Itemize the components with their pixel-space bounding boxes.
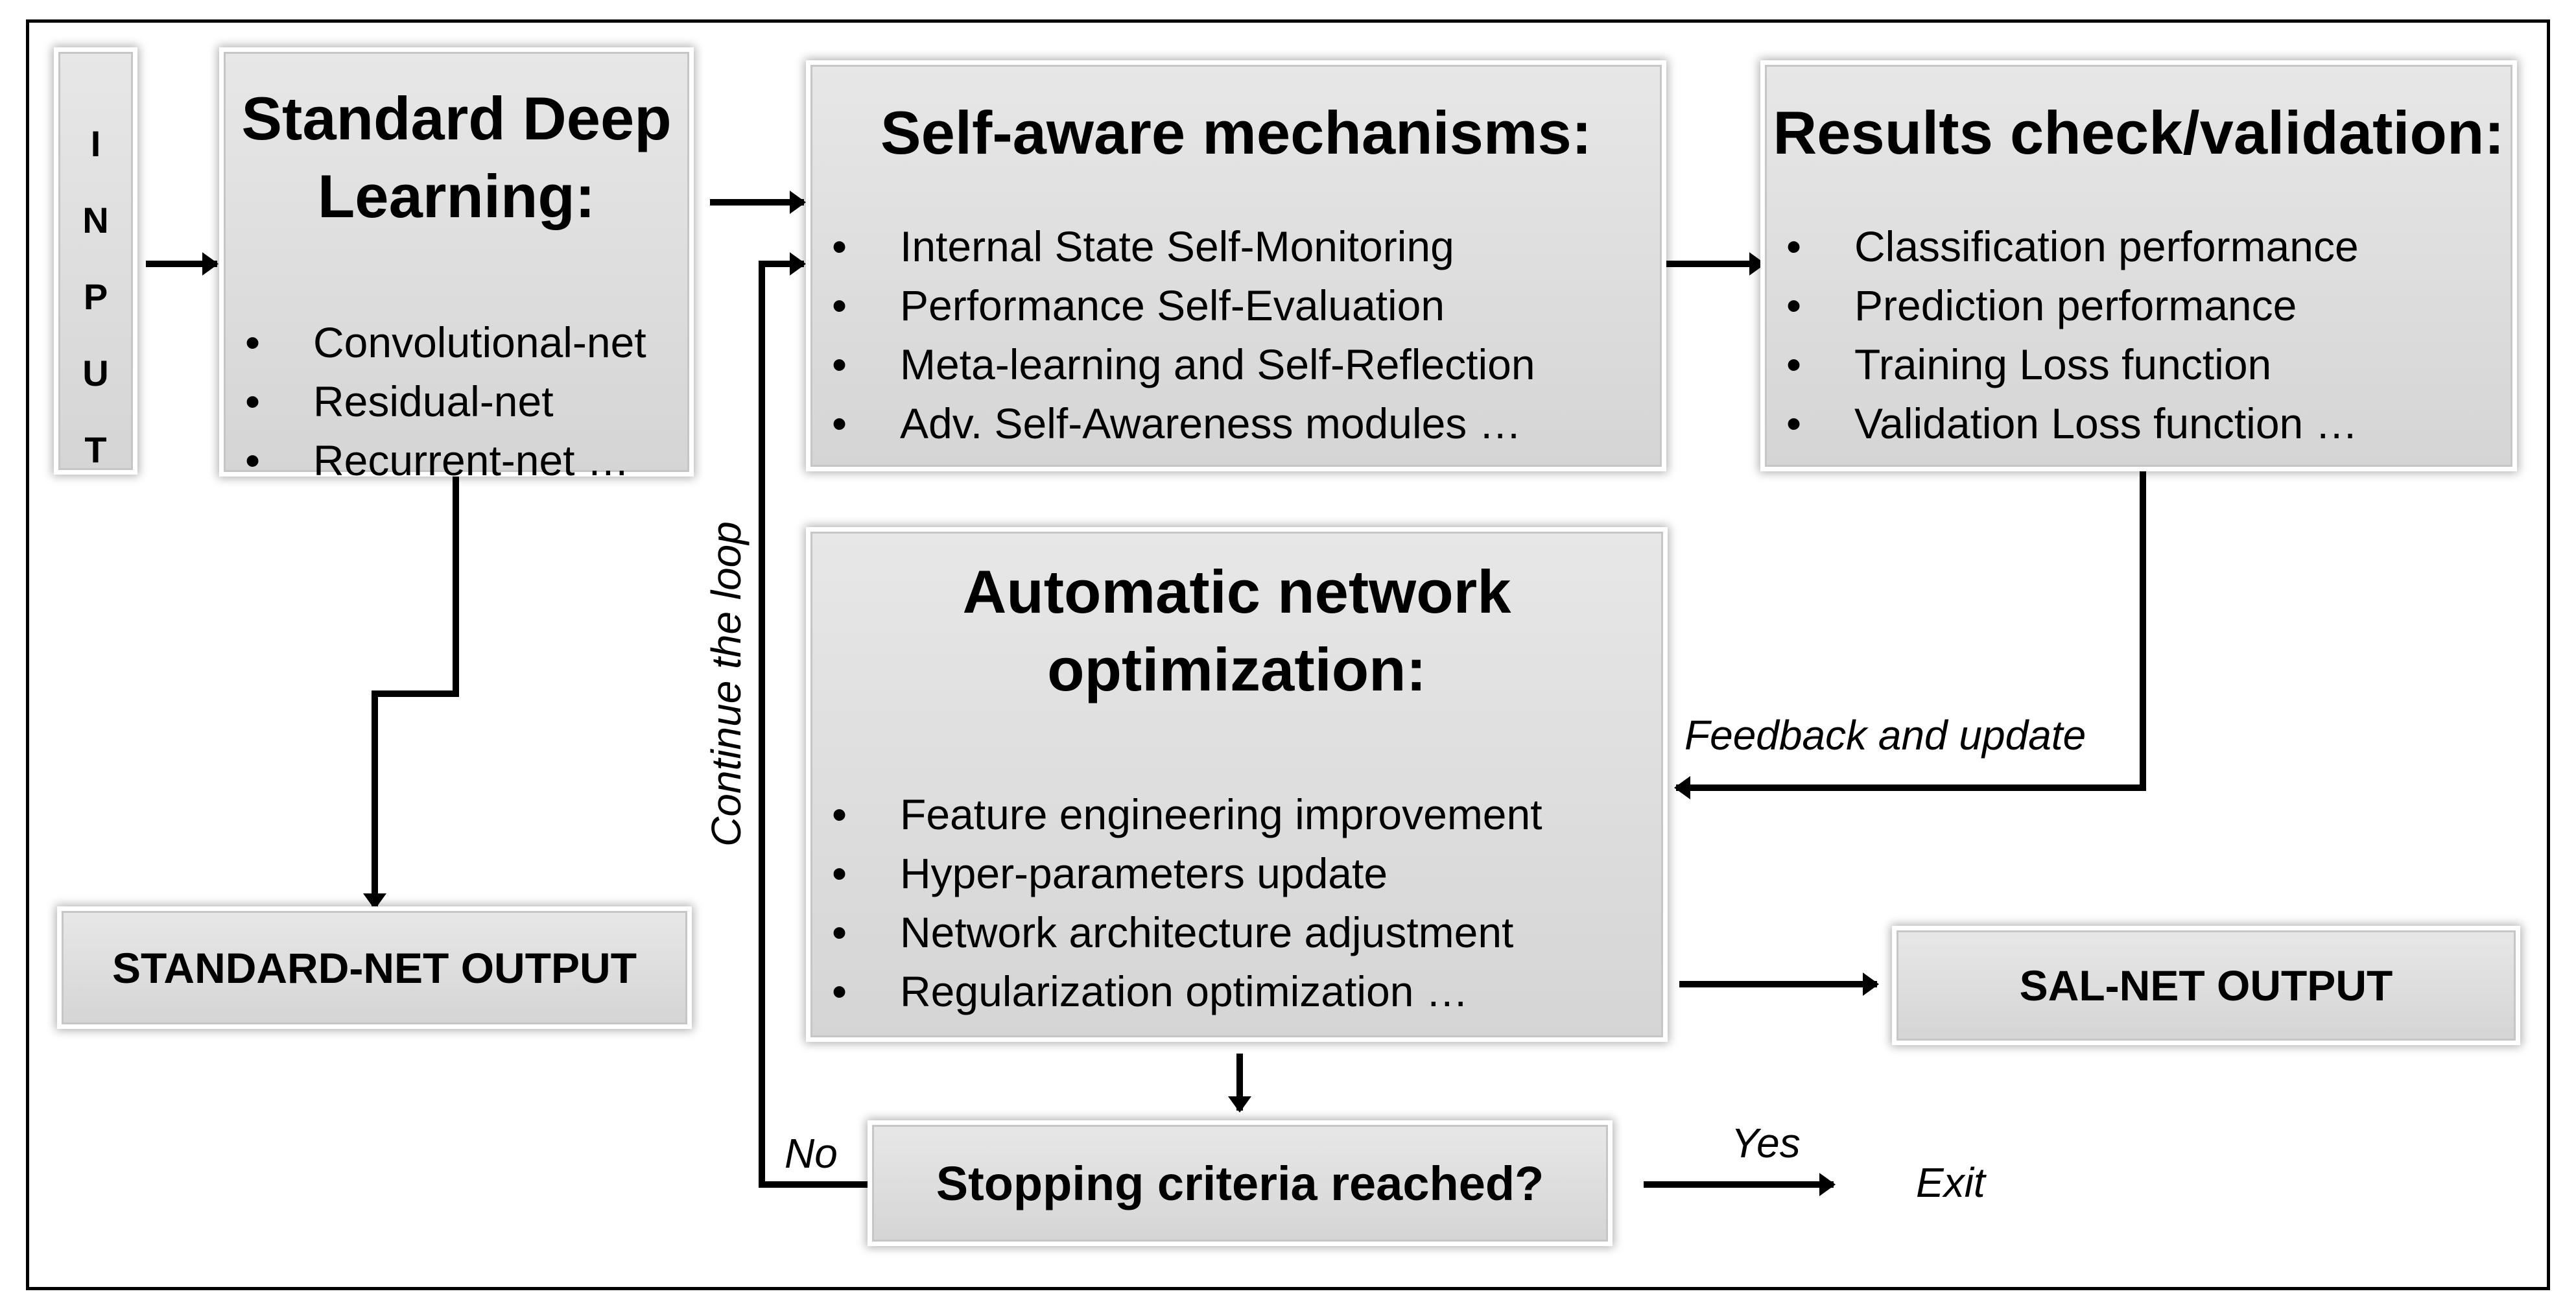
arrow-continue-the-loop <box>759 261 869 1188</box>
arrow-standard-dl-to-standard-output <box>372 477 459 908</box>
arrowhead <box>1228 1096 1251 1113</box>
arrowhead <box>790 252 806 276</box>
continue-the-loop-label: Continue the loop <box>703 521 750 847</box>
arrow-feedback-and-update <box>1676 470 2146 791</box>
title-line: optimization: <box>1047 635 1426 703</box>
self-aware-mechanisms-list: Internal State Self-Monitoring Performan… <box>832 217 1535 453</box>
self-aware-mechanisms-title: Self-aware mechanisms: <box>880 99 1592 167</box>
input-letter: U <box>82 353 109 394</box>
list-item: Classification performance <box>1786 217 2359 276</box>
standard-net-output-box: STANDARD-NET OUTPUT <box>62 911 687 1024</box>
list-item: Network architecture adjustment <box>832 903 1542 962</box>
diagram-frame <box>26 19 2550 1290</box>
results-check-title: Results check/validation: <box>1773 99 2505 167</box>
list-item: Convolutional-net <box>245 313 646 372</box>
list-item: Meta-learning and Self-Reflection <box>832 335 1535 394</box>
list-item: Validation Loss function … <box>1786 394 2359 453</box>
arrowhead <box>790 191 806 214</box>
list-item: Recurrent-net … <box>245 431 646 490</box>
arrowhead <box>1819 1173 1836 1196</box>
yes-label: Yes <box>1731 1120 1801 1166</box>
standard-deep-learning-title: Standard Deep Learning: <box>226 80 687 235</box>
arrowhead <box>1749 252 1766 276</box>
input-letter: I <box>90 123 101 164</box>
input-letter: T <box>84 429 107 470</box>
title-line: Automatic network <box>962 558 1511 626</box>
results-check-list: Classification performance Prediction pe… <box>1786 217 2359 453</box>
list-item: Feature engineering improvement <box>832 785 1542 844</box>
sal-net-output-label: SAL-NET OUTPUT <box>2019 961 2393 1009</box>
input-letters: I N P U T <box>60 106 131 488</box>
stopping-criteria-label: Stopping criteria reached? <box>936 1156 1544 1210</box>
arrowhead <box>1863 973 1879 996</box>
automatic-network-optimization-title: Automatic network optimization: <box>812 553 1661 709</box>
title-line: Standard Deep <box>241 84 672 152</box>
list-item: Internal State Self-Monitoring <box>832 217 1535 276</box>
list-item: Prediction performance <box>1786 276 2359 335</box>
input-box: I N P U T <box>58 52 133 470</box>
results-check-box: Results check/validation: Classification… <box>1765 65 2512 467</box>
list-item: Performance Self-Evaluation <box>832 276 1535 335</box>
input-letter: N <box>82 200 109 241</box>
sal-net-output-box: SAL-NET OUTPUT <box>1897 930 2516 1041</box>
standard-net-output-label: STANDARD-NET OUTPUT <box>112 943 637 992</box>
list-item: Regularization optimization … <box>832 962 1542 1021</box>
stopping-criteria-box: Stopping criteria reached? <box>872 1125 1608 1242</box>
input-letter: P <box>83 276 108 317</box>
list-item: Residual-net <box>245 372 646 431</box>
arrowhead <box>1674 776 1690 799</box>
self-aware-mechanisms-box: Self-aware mechanisms: Internal State Se… <box>810 65 1662 467</box>
arrowhead <box>363 893 386 910</box>
automatic-network-optimization-list: Feature engineering improvement Hyper-pa… <box>832 785 1542 1021</box>
standard-deep-learning-box: Standard Deep Learning: Convolutional-ne… <box>224 52 689 490</box>
exit-label: Exit <box>1916 1159 1985 1206</box>
list-item: Adv. Self-Awareness modules … <box>832 394 1535 453</box>
list-item: Training Loss function <box>1786 335 2359 394</box>
automatic-network-optimization-box: Automatic network optimization: Feature … <box>810 532 1663 1037</box>
list-item: Hyper-parameters update <box>832 844 1542 903</box>
feedback-and-update-label: Feedback and update <box>1684 712 2086 759</box>
standard-deep-learning-list: Convolutional-net Residual-net Recurrent… <box>245 313 646 490</box>
arrowhead <box>202 252 219 276</box>
no-label: No <box>785 1130 838 1177</box>
title-line: Learning: <box>317 162 596 230</box>
